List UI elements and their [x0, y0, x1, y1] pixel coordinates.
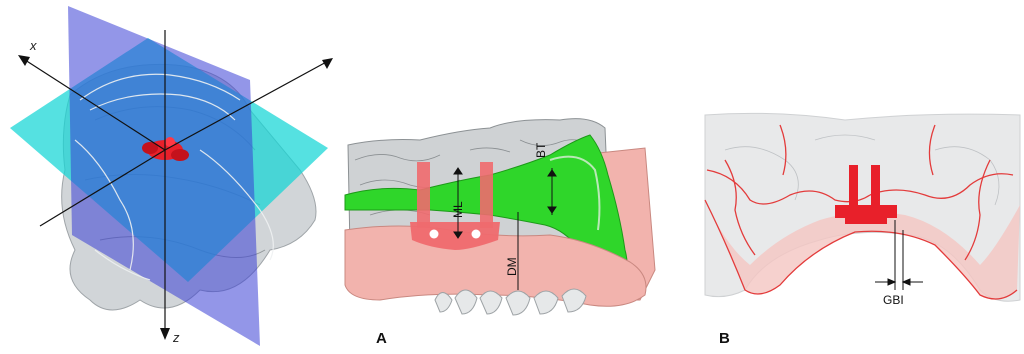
implant-section [835, 165, 897, 224]
x-axis-line [21, 57, 166, 151]
panel-b: GBI B [695, 0, 1024, 349]
pink-fill [705, 200, 1020, 299]
y-axis-line [164, 59, 331, 151]
axes-panel: x z [0, 0, 340, 349]
gbi-measure [875, 220, 923, 290]
label-bt: BT [534, 142, 548, 158]
green-highlight [549, 155, 601, 231]
panel-b-figure: GBI [704, 112, 1021, 307]
label-dm: DM [505, 257, 519, 276]
y-axis-tail [39, 149, 166, 227]
label-gbi: GBI [883, 293, 904, 307]
x-axis-arrow [18, 55, 30, 66]
z-axis-label: z [172, 330, 180, 345]
x-axis-label: x [29, 38, 37, 53]
z-axis-arrow [160, 328, 170, 340]
vertical-plane [68, 6, 260, 346]
skull-detail [74, 73, 274, 281]
label-ml: ML [451, 201, 465, 218]
panel-a: ML BT DM A [340, 0, 670, 349]
measurements [453, 167, 557, 290]
panel-a-figure: ML BT DM [344, 118, 656, 316]
implant [410, 162, 500, 250]
axes-figure: x z [10, 6, 333, 346]
teeth [434, 288, 587, 316]
red-contours [704, 124, 1018, 300]
panel-a-letter: A [376, 330, 387, 347]
panel-b-letter: B [719, 330, 730, 347]
y-axis-arrow [322, 58, 333, 69]
